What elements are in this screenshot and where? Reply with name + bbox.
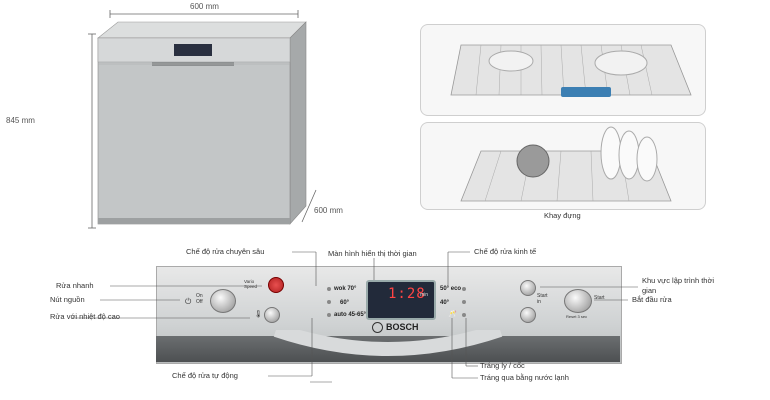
width-label: 600 mm bbox=[190, 2, 219, 11]
label-eco: Chế độ rửa kinh tế bbox=[474, 247, 537, 256]
time-display bbox=[366, 280, 436, 320]
label-cold-rinse: Tráng qua bằng nước lạnh bbox=[480, 373, 569, 382]
label-intensive: Chế độ rửa chuyên sâu bbox=[186, 247, 265, 256]
label-power-button: Nút nguồn bbox=[50, 295, 85, 304]
label-timer-area: Khu vực lập trình thời gian bbox=[642, 276, 715, 295]
reset-label: Reset 3 sec bbox=[566, 314, 588, 319]
program-eco[interactable]: 50° eco bbox=[440, 286, 462, 292]
power-icon: ⏻ bbox=[185, 297, 192, 306]
lower-rack-image bbox=[420, 122, 706, 210]
depth-label: 600 mm bbox=[314, 206, 343, 215]
dishwasher-illustration bbox=[88, 10, 317, 229]
dishwasher-dimension-diagram: 600 mm 845 mm 600 mm bbox=[6, 0, 370, 240]
bosch-logo-icon bbox=[372, 322, 383, 333]
label-auto-wash: Chế độ rửa tự động bbox=[172, 371, 238, 380]
timer-minus-button[interactable] bbox=[520, 307, 536, 323]
start-label: Start bbox=[594, 295, 605, 301]
door-handle bbox=[273, 330, 503, 356]
led-40 bbox=[462, 300, 466, 304]
led-eco bbox=[462, 287, 466, 291]
start-in-label: Start in bbox=[537, 293, 548, 305]
program-auto[interactable]: auto 45-65° bbox=[334, 312, 367, 318]
label-quick-wash: Rửa nhanh bbox=[56, 281, 94, 290]
led-glass bbox=[462, 313, 466, 317]
hot-wash-button[interactable] bbox=[264, 307, 280, 323]
label-hot-wash: Rửa với nhiệt độ cao bbox=[50, 312, 120, 321]
power-button[interactable] bbox=[210, 289, 236, 313]
led-auto bbox=[327, 313, 331, 317]
vario-speed-button[interactable] bbox=[268, 277, 284, 293]
label-time-display: Màn hình hiển thị thời gian bbox=[328, 249, 417, 258]
label-glass-cup: Tráng ly / cốc bbox=[480, 361, 525, 370]
upper-rack-image bbox=[420, 24, 706, 116]
height-label: 845 mm bbox=[6, 116, 35, 125]
program-60[interactable]: 60° bbox=[340, 300, 350, 306]
brand-name: BOSCH bbox=[386, 322, 419, 332]
led-60 bbox=[327, 300, 331, 304]
display-time: 1:28 bbox=[388, 286, 426, 302]
program-40[interactable]: 40° bbox=[440, 300, 450, 306]
led-wok bbox=[327, 287, 331, 291]
label-start: Bắt đầu rửa bbox=[632, 295, 672, 304]
vario-speed-label: Vario Speed bbox=[244, 279, 258, 289]
program-wok[interactable]: wok 70° bbox=[334, 286, 357, 292]
display-unit: min bbox=[420, 292, 429, 298]
thermometer-icon: 🌡 bbox=[254, 311, 263, 318]
start-button[interactable] bbox=[564, 289, 592, 313]
glass-icon: 🥂 bbox=[448, 311, 457, 318]
timer-plus-button[interactable] bbox=[520, 280, 536, 296]
rack-caption: Khay đựng bbox=[544, 211, 581, 220]
on-off-label: On Off bbox=[196, 293, 203, 305]
